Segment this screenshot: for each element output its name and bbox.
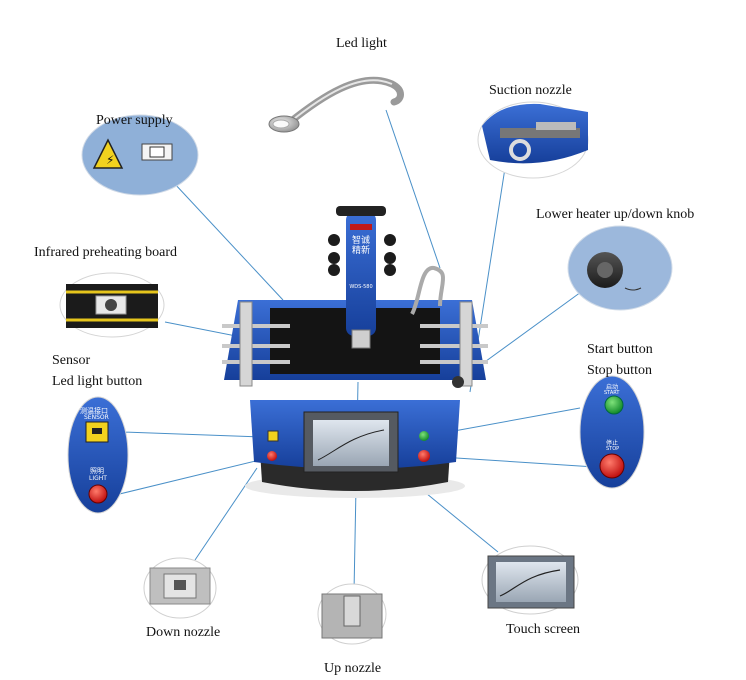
start-stop-image [579, 375, 645, 489]
down-nozzle-image [143, 557, 217, 619]
stop-cn: 停止 [606, 440, 619, 447]
label-up-nozzle: Up nozzle [324, 661, 382, 676]
svg-text:⚡: ⚡ [106, 153, 114, 167]
leader-led-button [102, 457, 269, 499]
infrared-board-image [59, 272, 165, 338]
leader-lines [102, 109, 596, 593]
label-down-nozzle: Down nozzle [146, 625, 221, 640]
label-led-light-button: Led light button [52, 374, 143, 389]
leader-power-supply [159, 167, 284, 301]
label-lower-heater-knob: Lower heater up/down knob [536, 207, 695, 222]
label-touch-screen: Touch screen [506, 622, 581, 637]
leader-led-light [385, 109, 441, 269]
leader-sensor [121, 431, 263, 438]
power-supply-image: ⚡ [81, 114, 199, 196]
stop-en: STOP [606, 446, 620, 452]
suction-nozzle-image [477, 101, 589, 179]
leader-down-nozzle [194, 467, 258, 561]
rework-station-image [222, 206, 488, 498]
start-cn: 启动 [606, 384, 619, 391]
lower-heater-knob-image [567, 225, 673, 311]
label-stop-button: Stop button [587, 363, 652, 378]
light-panel-cn: 照明 [90, 467, 104, 475]
head-chars: 智诚精新 [352, 236, 371, 256]
label-suction-nozzle: Suction nozzle [489, 83, 572, 98]
label-sensor: Sensor [52, 353, 91, 368]
label-led-light: Led light [336, 36, 387, 51]
led-light-image [268, 76, 404, 133]
label-power-supply: Power supply [96, 113, 173, 128]
label-start-button: Start button [587, 342, 653, 357]
up-nozzle-image [317, 583, 387, 645]
sensor-panel-image [67, 396, 129, 514]
start-en: START [604, 390, 620, 396]
sensor-panel-cn: 测温接口 [80, 407, 108, 415]
light-panel-en: LIGHT [89, 475, 107, 482]
touch-screen-image [481, 545, 579, 615]
sensor-panel-en: SENSOR [84, 414, 109, 421]
head-model: WDS-580 [349, 284, 373, 290]
label-infrared-board: Infrared preheating board [34, 245, 178, 260]
